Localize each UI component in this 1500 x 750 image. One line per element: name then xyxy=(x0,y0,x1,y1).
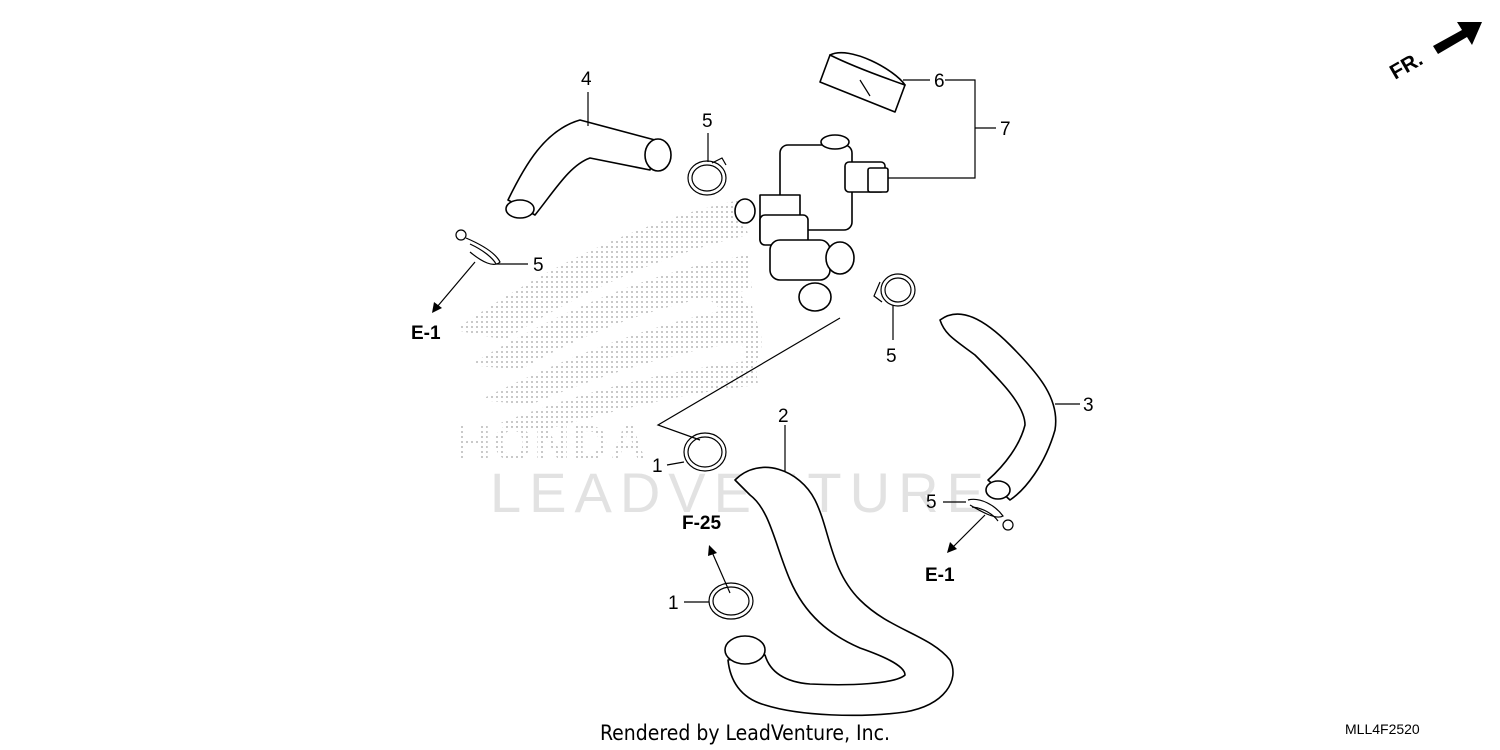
ref-e1-left: E-1 xyxy=(411,323,441,344)
rendered-by-footer: Rendered by LeadVenture, Inc. xyxy=(600,721,890,745)
callout-4: 4 xyxy=(581,69,592,90)
watermark: HONDA LEADVENTURE xyxy=(455,200,992,524)
watermark-brand: HONDA xyxy=(455,415,648,471)
part-2-hose xyxy=(724,466,954,717)
part-7-valve-assembly xyxy=(734,134,889,312)
callout-5-lower: 5 xyxy=(926,492,937,513)
arrow-right-icon xyxy=(1433,22,1482,54)
callout-numbers: 4 5 5 5 5 6 7 3 2 1 1 xyxy=(533,69,1094,614)
part-6-cap xyxy=(819,52,906,113)
part-3-hose xyxy=(939,313,1057,501)
part-5-clip-lower xyxy=(967,498,1014,531)
callout-5-left: 5 xyxy=(533,255,544,276)
callout-2: 2 xyxy=(778,406,789,427)
callout-1-upper: 1 xyxy=(652,456,663,477)
callout-5-upper: 5 xyxy=(702,111,713,132)
callout-1-lower: 1 xyxy=(668,593,679,614)
callout-7: 7 xyxy=(1000,119,1011,140)
part-1-clip-upper xyxy=(683,432,727,472)
watermark-wordmark: LEADVENTURE xyxy=(490,461,992,524)
part-5-clip-middle xyxy=(873,273,916,307)
part-5-clip-left xyxy=(455,229,501,265)
ref-f25: F-25 xyxy=(682,513,722,534)
reference-labels: E-1 E-1 F-25 xyxy=(411,323,955,586)
front-direction-indicator: FR. xyxy=(1386,22,1482,84)
callout-6: 6 xyxy=(934,71,945,92)
callout-5-middle: 5 xyxy=(886,346,897,367)
part-5-clip-upper xyxy=(687,157,727,196)
ref-e1-right: E-1 xyxy=(925,565,955,586)
honda-wing-watermark xyxy=(455,200,762,430)
part-1-clip-lower xyxy=(708,582,754,620)
diagram-code: MLL4F2520 xyxy=(1345,721,1420,737)
leader-lines xyxy=(432,79,1080,603)
front-label: FR. xyxy=(1386,47,1427,84)
callout-3: 3 xyxy=(1083,395,1094,416)
part-4-hose xyxy=(505,119,672,219)
